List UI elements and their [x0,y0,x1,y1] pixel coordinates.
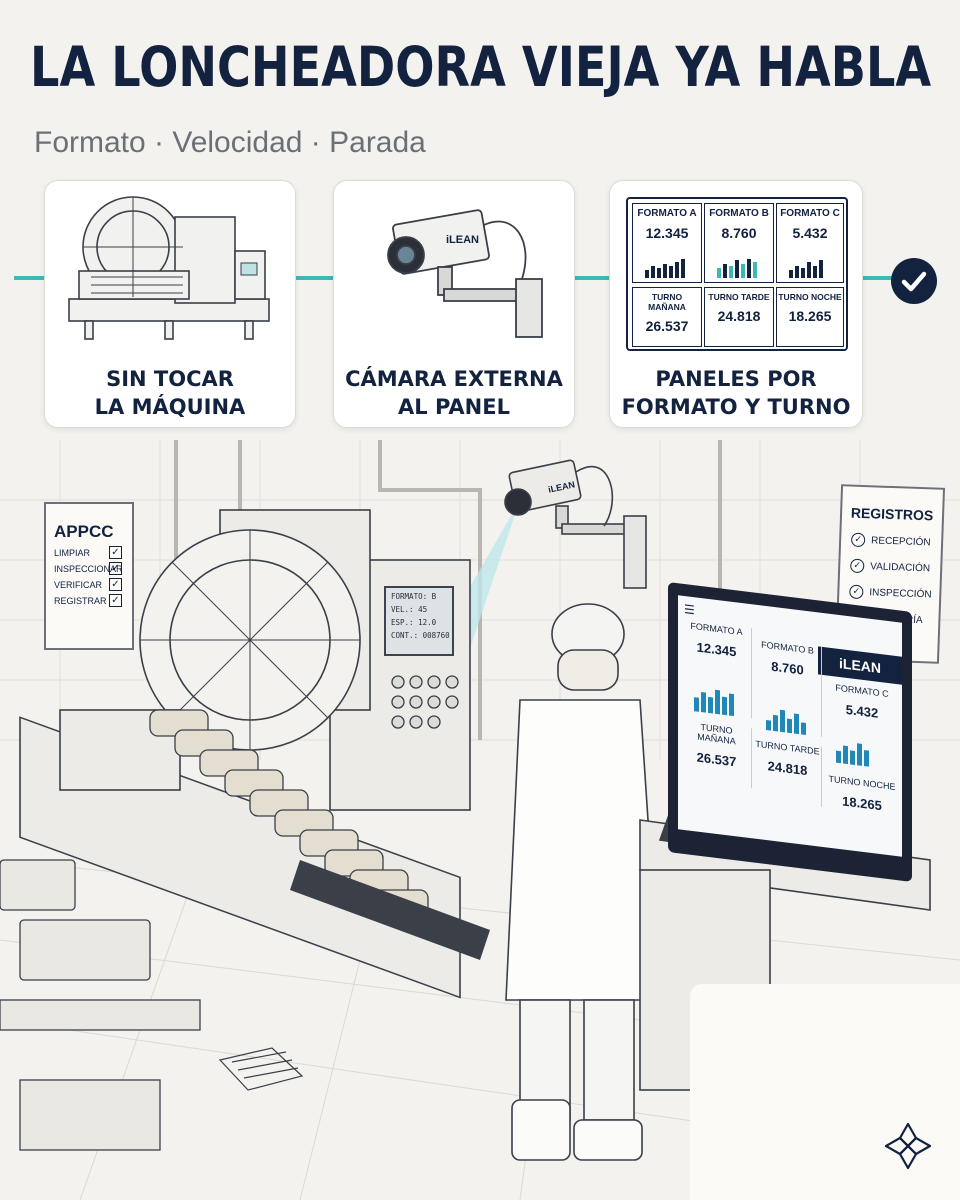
camera-brand: iLEAN [446,234,479,246]
registros-item: ✓VALIDACIÓN [850,558,940,576]
step-card-panels: FORMATO A 12.345 FORMATO B 8.760 FORMATO… [609,180,863,428]
monitor-format-cell: FORMATO B 8.760 [754,638,822,737]
mini-shift-cell: TURNO NOCHE 18.265 [776,287,844,347]
monitor-format-cell: FORMATO A 12.345 [682,619,752,719]
monitor-shift-cell: TURNO NOCHE 18.265 [828,773,896,814]
appcc-item: REGISTRAR [54,594,132,607]
mini-format-cell: FORMATO B 8.760 [704,203,774,283]
monitor-shift-cell: TURNO MAÑANA 26.537 [682,719,752,789]
check-icon [891,258,937,304]
step-label: SIN TOCAR LA MÁQUINA [94,367,246,419]
slicer-machine-icon [68,196,270,340]
dashboard-icon: FORMATO A 12.345 FORMATO B 8.760 FORMATO… [626,197,848,351]
corner-card [690,984,960,1200]
mini-format-cell: FORMATO C 5.432 [776,203,844,283]
appcc-item: INSPECCIONAR [54,562,132,575]
appcc-item: VERIFICAR [54,578,132,591]
monitor-screen: ☰ iLEAN FORMATO A 12.345 FORMATO B 8.760… [678,595,902,857]
step-card-no-touch: SIN TOCAR LA MÁQUINA [44,180,296,428]
mini-shift-cell: TURNO TARDE 24.818 [704,287,774,347]
registros-item: ✓INSPECCIÓN [849,584,939,602]
mini-shift-cell: TURNO MAÑANA 26.537 [632,287,702,347]
step-label: CÁMARA EXTERNA AL PANEL [345,367,563,419]
menu-icon: ☰ [684,601,695,618]
machine-display: FORMATO: B VEL.: 45 ESP.: 12.0 CONT.: 00… [384,586,454,656]
monitor-format-cell: FORMATO C 5.432 [824,681,900,770]
appcc-item: LIMPIAR [54,546,132,559]
registros-item: ✓RECEPCIÓN [850,532,941,550]
dashboard-monitor: ☰ iLEAN FORMATO A 12.345 FORMATO B 8.760… [668,582,912,882]
monitor-shift-cell: TURNO TARDE 24.818 [754,738,822,807]
mini-format-cell: FORMATO A 12.345 [632,203,702,283]
page-title: LA LONCHEADORA VIEJA YA HABLA [30,35,932,99]
appcc-checklist-sign: APPCC LIMPIAR INSPECCIONAR VERIFICAR REG… [44,502,134,650]
step-label: PANELES POR FORMATO Y TURNO [621,367,851,419]
security-camera-icon: iLEAN [387,209,543,338]
page-subtitle: Formato · Velocidad · Parada [34,126,426,159]
step-card-camera: iLEAN CÁMARA EXTERNA AL PANEL [333,180,575,428]
monitor-brand: iLEAN [818,646,902,685]
flower-logo-icon [884,1122,932,1170]
